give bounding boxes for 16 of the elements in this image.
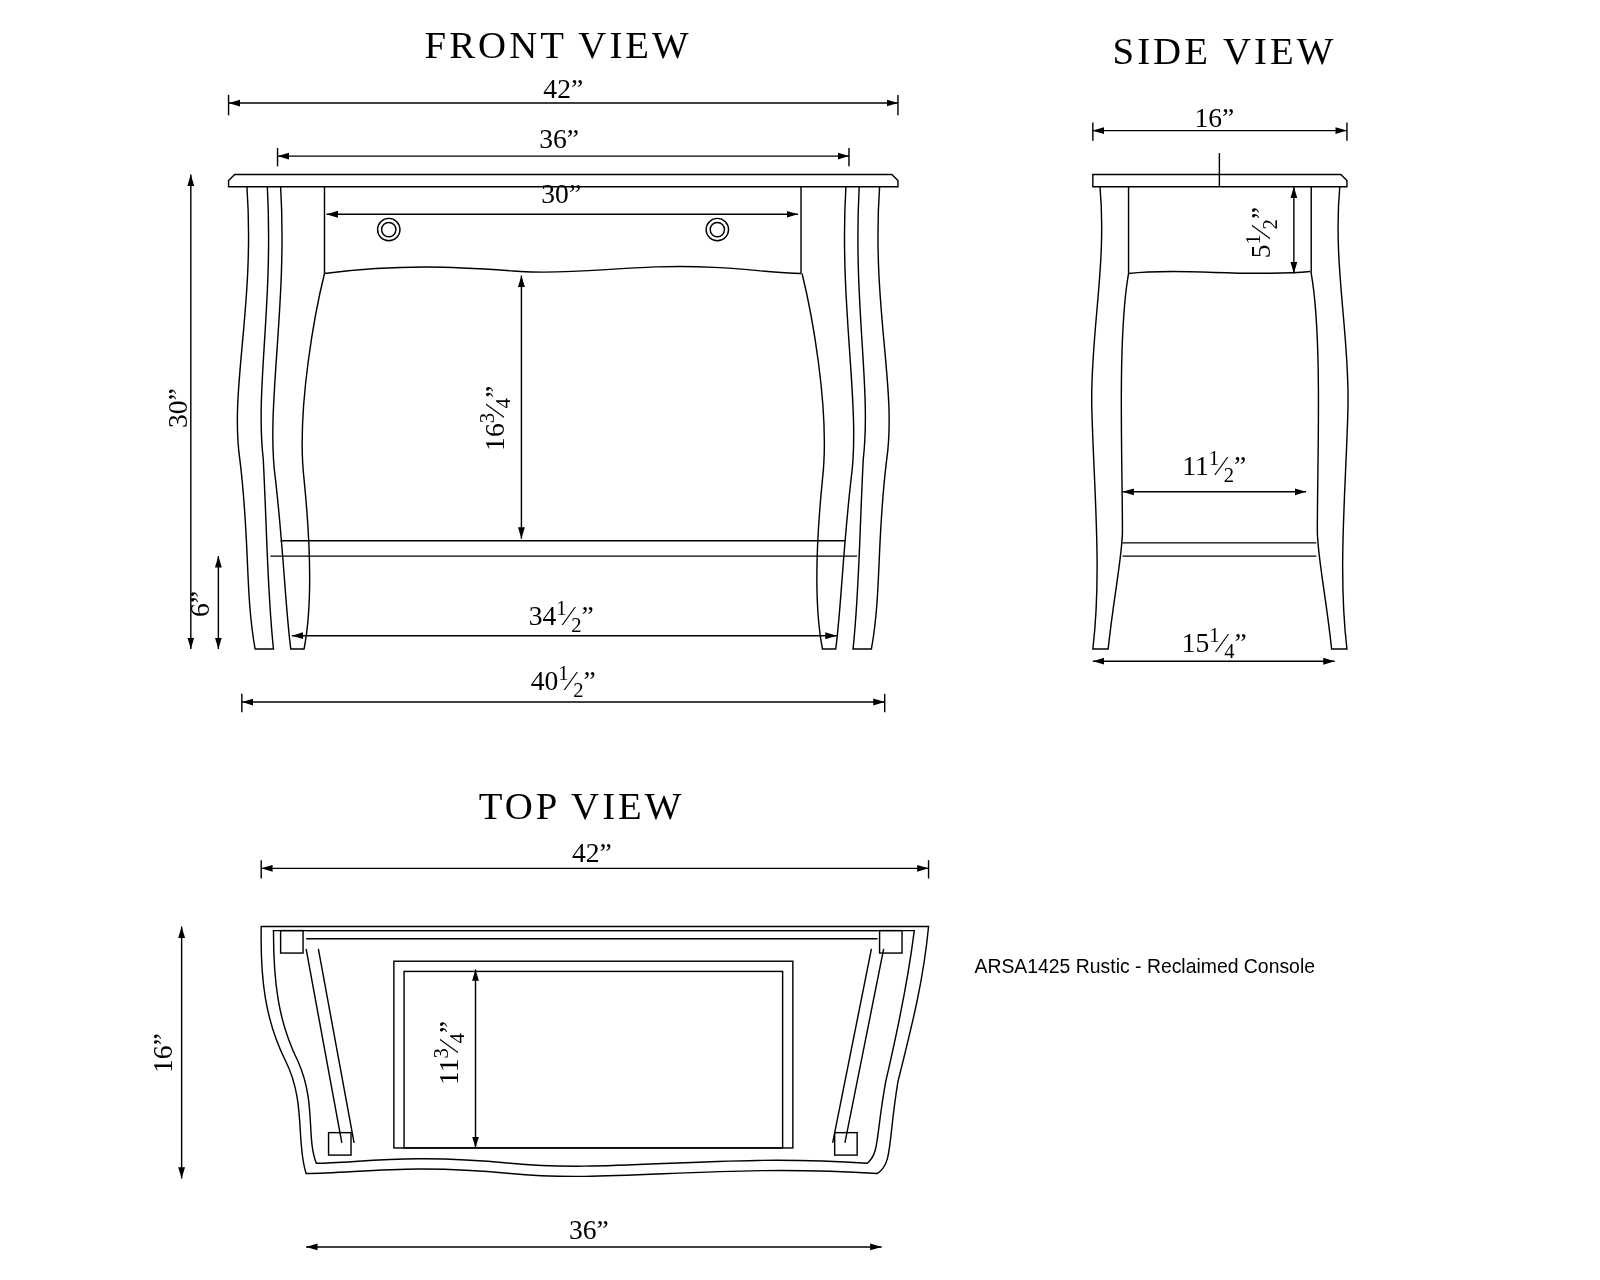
view-title: TOP VIEW	[478, 786, 685, 826]
dimension-label: 42”	[543, 76, 584, 104]
dimension-label: 36”	[568, 1216, 609, 1245]
dimension-label: 6”	[186, 591, 214, 618]
dimension-label: 40$^{1}$⁄$_{2}$”	[530, 662, 596, 701]
dimension-label: 36”	[539, 126, 580, 154]
product-note: ARSA1425 Rustic - Reclaimed Console	[974, 957, 1315, 977]
view-title: SIDE VIEW	[1112, 31, 1337, 71]
dimension-label: 34$^{1}$⁄$_{2}$”	[528, 597, 594, 635]
dimension-label: 30”	[164, 388, 193, 429]
dimension-label: 15$^{1}$⁄$_{4}$”	[1181, 624, 1247, 662]
dimension-label: 11$^{1}$⁄$_{2}$”	[1182, 447, 1247, 485]
dimension-label: 16”	[149, 1033, 178, 1073]
dimension-label: 42”	[571, 839, 612, 867]
dimension-label: 16”	[1194, 104, 1235, 133]
view-title: FRONT VIEW	[424, 25, 692, 65]
